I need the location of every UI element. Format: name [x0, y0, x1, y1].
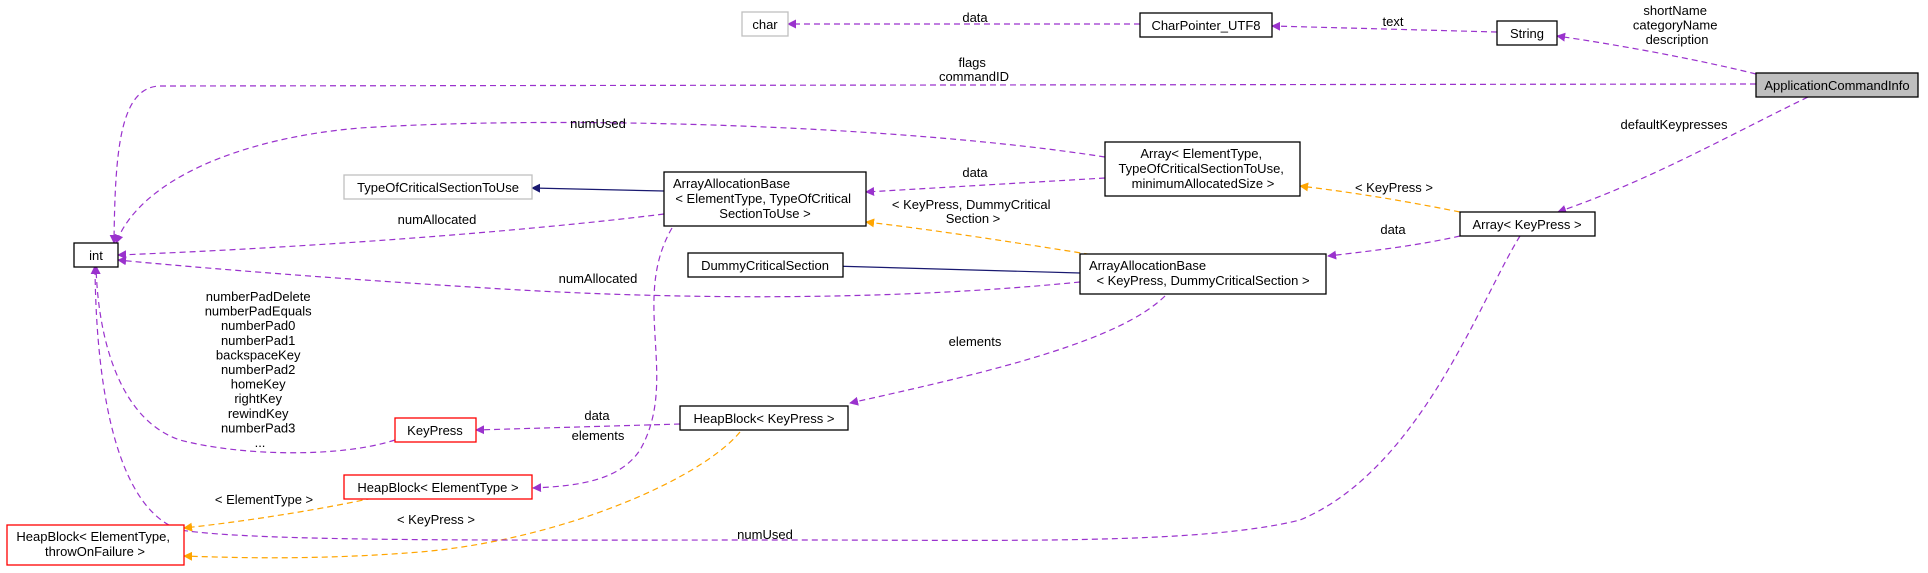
node-dummy-critical-section[interactable]: DummyCriticalSection [687, 252, 844, 278]
svg-text:KeyPress: KeyPress [407, 423, 463, 438]
edge-arraykeypress-arraygeneric [1299, 182, 1461, 213]
edge-label: numAllocated [559, 271, 638, 286]
svg-text:Array< KeyPress >: Array< KeyPress > [1472, 217, 1581, 232]
edge-label: defaultKeypresses [1621, 117, 1728, 132]
edge-label: numUsed [570, 116, 626, 131]
svg-text:int: int [89, 248, 103, 263]
svg-text:HeapBlock< KeyPress >: HeapBlock< KeyPress > [694, 411, 835, 426]
node-application-command-info[interactable]: ApplicationCommandInfo [1755, 72, 1919, 98]
edge-label: < KeyPress > [1355, 180, 1433, 195]
edge-label: numUsed [737, 527, 793, 542]
edge-label: < KeyPress > [397, 512, 475, 527]
edge-label: shortName categoryName description [1633, 3, 1721, 47]
edge-label: data [584, 408, 610, 423]
edge-label: data [1380, 222, 1406, 237]
edge-labels: data text shortName categoryName descrip… [205, 3, 1728, 542]
svg-text:CharPointer_UTF8: CharPointer_UTF8 [1151, 18, 1260, 33]
svg-text:ApplicationCommandInfo: ApplicationCommandInfo [1764, 78, 1909, 93]
node-int[interactable]: int [73, 242, 119, 268]
svg-text:char: char [752, 17, 778, 32]
edge-label: numAllocated [398, 212, 477, 227]
edge-label: elements [572, 428, 625, 443]
node-keypress[interactable]: KeyPress [394, 417, 477, 443]
svg-text:HeapBlock< ElementType,: HeapBlock< ElementType, throwOnFailure > [16, 529, 173, 559]
edge-appcommand-arraykeypress [1557, 96, 1809, 214]
edge-dummycs-allockeypress [831, 261, 1081, 274]
edge-label: text [1383, 14, 1404, 29]
svg-text:ArrayAllocationBase <: ArrayAllocationBase < ElementType, TypeO… [673, 176, 855, 221]
edge-keypress-int [91, 265, 396, 454]
node-array-allocation-base-keypress[interactable]: ArrayAllocationBase < KeyPress, DummyCri… [1079, 253, 1327, 295]
node-string[interactable]: String [1496, 20, 1558, 46]
svg-text:TypeOfCriticalSectionToUse: TypeOfCriticalSectionToUse [357, 180, 519, 195]
edge-appcommand-string [1556, 32, 1757, 75]
svg-text:DummyCriticalSection: DummyCriticalSection [701, 258, 829, 273]
edge-allockeypress-heapblock [849, 295, 1166, 406]
edge-arraygeneric-allocbase [865, 177, 1106, 197]
node-char-pointer-utf8[interactable]: CharPointer_UTF8 [1139, 12, 1273, 38]
svg-text:String: String [1510, 26, 1544, 41]
node-char[interactable]: char [741, 11, 789, 37]
edge-label: data [962, 165, 988, 180]
edge-arraygeneric-int [114, 121, 1106, 244]
edge-heapblockkp-heapblockgeneric [183, 431, 741, 561]
edge-arraykeypress-int-bottom [90, 235, 1521, 542]
edge-heapblock-keypress [475, 423, 681, 435]
edge-appcommand-int [109, 83, 1757, 244]
edge-label: elements [949, 334, 1002, 349]
edge-string-charpointer [1271, 21, 1498, 33]
svg-text:Array< ElementType, Ty: Array< ElementType, TypeOfCriticalSectio… [1118, 146, 1287, 191]
edge-heapblockelem-heapblockgeneric [183, 495, 383, 532]
edge-label: data [962, 10, 988, 25]
edge-label: numberPadDelete numberPadEquals numberPa… [205, 289, 316, 450]
edge-typeofcs-allocbase [531, 183, 665, 193]
edges [90, 19, 1809, 561]
node-heapblock-elementtype[interactable]: HeapBlock< ElementType > [343, 474, 533, 500]
edge-allockeypress-allocbase [865, 218, 1101, 257]
node-array-keypress[interactable]: Array< KeyPress > [1459, 211, 1596, 237]
edge-label: flags commandID [939, 55, 1009, 84]
edge-allocbase-heapblockelem [532, 227, 673, 493]
edge-label: < KeyPress, DummyCritical Section > [892, 197, 1054, 226]
node-array-allocation-base-generic[interactable]: ArrayAllocationBase < ElementType, TypeO… [663, 171, 867, 227]
node-heapblock-generic[interactable]: HeapBlock< ElementType, throwOnFailure > [6, 524, 185, 566]
node-type-of-critical-section[interactable]: TypeOfCriticalSectionToUse [343, 174, 533, 200]
edge-label: < ElementType > [215, 492, 313, 507]
nodes: ApplicationCommandInfo String CharPointe… [6, 11, 1919, 566]
node-heapblock-keypress[interactable]: HeapBlock< KeyPress > [679, 405, 849, 431]
node-array-generic[interactable]: Array< ElementType, TypeOfCriticalSectio… [1104, 141, 1301, 197]
edge-arraykeypress-allockeypress [1327, 235, 1461, 260]
svg-text:ArrayAllocationBase <: ArrayAllocationBase < KeyPress, DummyCri… [1089, 258, 1310, 288]
edge-allocbase-int-1 [117, 213, 665, 260]
svg-text:HeapBlock< ElementType >: HeapBlock< ElementType > [357, 480, 518, 495]
